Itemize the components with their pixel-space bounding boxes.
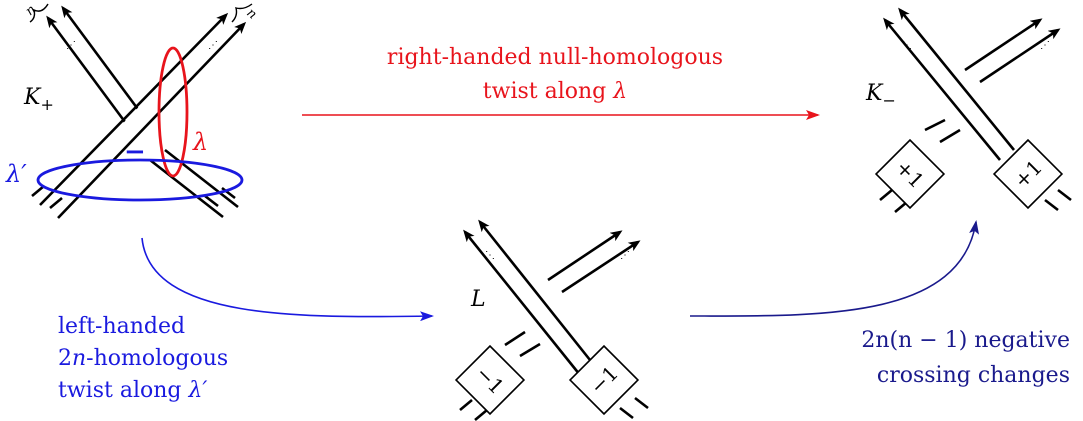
right-arrow (689, 220, 979, 317)
lambda-prime-loop (36, 158, 244, 202)
k-plus-brace-right (231, 3, 253, 23)
left-arrow-line3: twist along λ′ (58, 378, 207, 403)
top-arrow-line2: twist along λ (483, 79, 627, 104)
minus-sign-label: − (124, 137, 146, 167)
left-arrow-line1: left-handed (58, 314, 185, 339)
k-plus-strand-lr-2 (149, 158, 224, 219)
k-minus-label: K− (865, 81, 896, 110)
lambda-label: λ (192, 128, 208, 156)
k-minus-box-left: +1 (874, 138, 946, 210)
right-arrow-line2: crossing changes (877, 363, 1070, 388)
l-dots-right: ⋰ (620, 250, 630, 261)
l-strand-ul-2 (478, 219, 596, 366)
k-minus-strand-ul-1 (883, 17, 1002, 161)
k-plus-strand-ur-2 (57, 21, 247, 219)
l-dots-left: ⋱ (485, 250, 495, 261)
left-arrow-line2: 2n-homologous (58, 346, 228, 371)
k-minus-strand-ul-2 (898, 7, 1016, 151)
k-plus-brace-left (29, 3, 49, 23)
left-arrow (141, 237, 434, 322)
top-arrow-line1: right-handed null-homologous (387, 45, 723, 70)
l-box-right: −1 (568, 344, 640, 416)
k-plus-dots-left: ⋰ (66, 40, 76, 51)
k-minus-strand-ur-1 (964, 18, 1043, 72)
k-plus-strand-ur-1 (39, 12, 229, 206)
k-minus-box-right: +1 (992, 138, 1064, 210)
l-strand-ul-1 (463, 229, 582, 376)
l-box-left: −1 (454, 344, 526, 416)
l-strand-ur-1 (547, 230, 623, 282)
k-minus-dots-left: ⋱ (902, 40, 912, 51)
right-arrow-line1: 2n(n − 1) negative (861, 328, 1070, 353)
l-label: L (470, 287, 486, 312)
k-minus-strand-ur-2 (979, 28, 1061, 84)
lambda-prime-label: λ′ (5, 160, 27, 188)
k-plus-strand-ul-2 (61, 5, 142, 113)
k-plus-strand-ul-1 (46, 15, 127, 123)
k-plus-label: K+ (23, 85, 54, 114)
lambda-loop (157, 46, 189, 178)
k-minus-dots-right: ⋰ (1040, 40, 1050, 51)
k-plus-strand-lr-1 (164, 148, 239, 209)
k-plus-dots-right: ⋰ (208, 40, 218, 51)
l-strand-ur-2 (561, 240, 641, 294)
l-figure (459, 219, 649, 421)
k-plus-figure (31, 5, 249, 226)
